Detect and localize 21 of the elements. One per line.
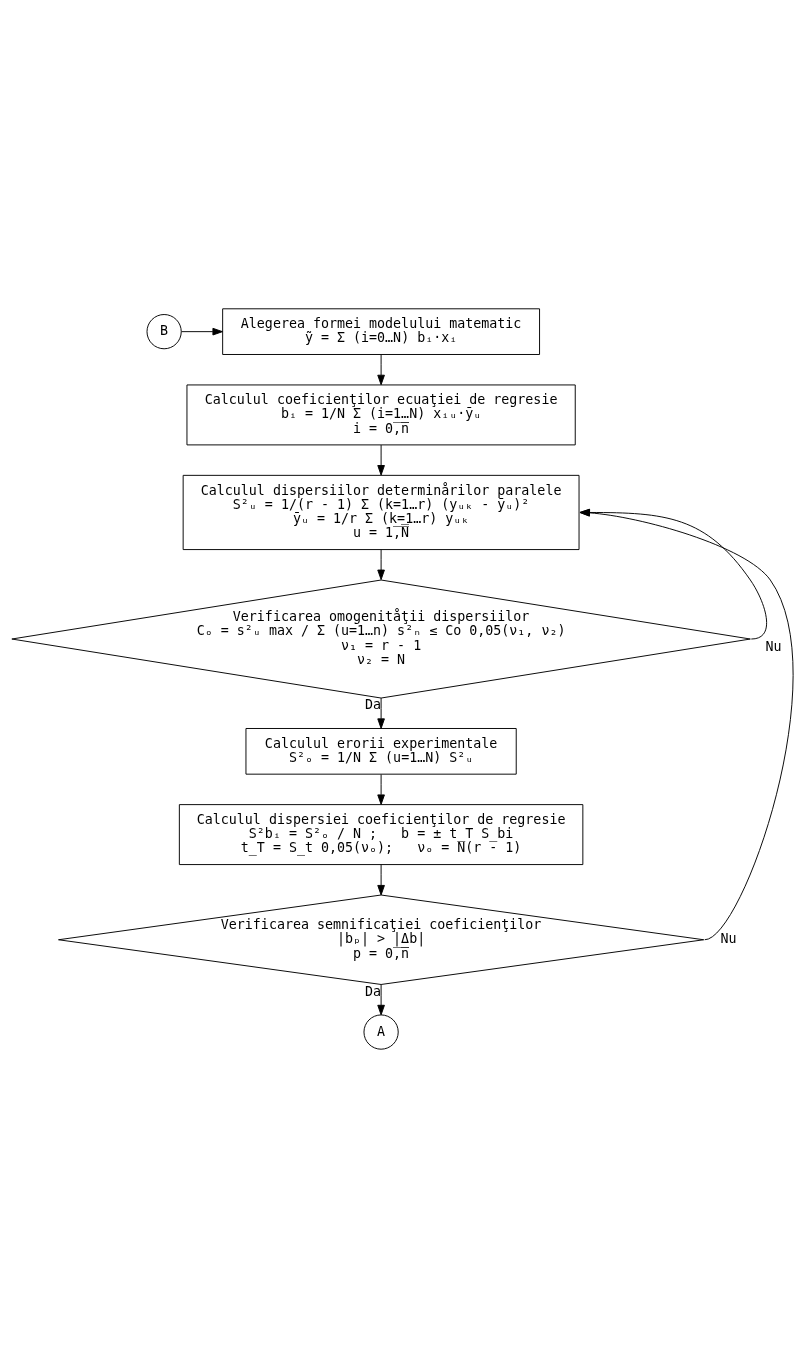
- arrow: [377, 697, 385, 729]
- arrow: [377, 774, 385, 805]
- node-circle: A: [363, 1014, 399, 1050]
- edge-label: Nu: [720, 931, 737, 947]
- arrow: [377, 549, 385, 581]
- edge-label: Da: [364, 697, 382, 713]
- edge-label: Nu: [765, 639, 782, 655]
- node-box: Calculul erorii experimentale S²ₒ = 1/N Σ (u=1…N) S²ᵤ: [245, 728, 517, 775]
- edge-label: Da: [364, 984, 382, 1000]
- node-box: Calculul dispersiilor determinårilor paralele S²ᵤ = 1/(r - 1) Σ (k=1…r) (yᵤₖ - ȳᵤ)² ȳᵤ = 1/r Σ (k=1…r) yᵤₖ u = 1̅,̅N̅: [182, 474, 580, 551]
- node-box: Calculul dispersiei coeficienţilor de regresie S²bᵢ = S²ₒ / N ; b = ± t_T S_bi t_T = S_t 0,05(νₒ); νₒ = N(r - 1): [178, 804, 584, 866]
- node-box: Calculul coeficienţilor ecuaţiei de regresie bᵢ = 1/N Σ (i=1…N) xᵢᵤ·ȳᵤ i = 0̅,̅n̅: [186, 384, 576, 446]
- arrow: [377, 354, 385, 386]
- node-box: Alegerea formei modelului matematic ỹ = Σ (i=0…N) bᵢ·xᵢ: [222, 308, 541, 355]
- arrow: [181, 327, 223, 336]
- arrow: [377, 984, 385, 1016]
- arrow: [377, 864, 385, 896]
- arrow: [377, 444, 385, 476]
- node-diamond: Verificarea semnificaţiei coeficienţilor |bₚ| > |Δb| p = 0̅,̅n̅: [58, 894, 705, 985]
- node-diamond: Verificarea omogenitåţii dispersiilor Cₒ = s²ᵤ max / Σ (u=1…n) s²ₙ ≤ Co 0,05(ν₁, ν₂) ν₁ = r - 1 ν₂ = N: [11, 579, 751, 699]
- node-circle: B: [146, 314, 182, 350]
